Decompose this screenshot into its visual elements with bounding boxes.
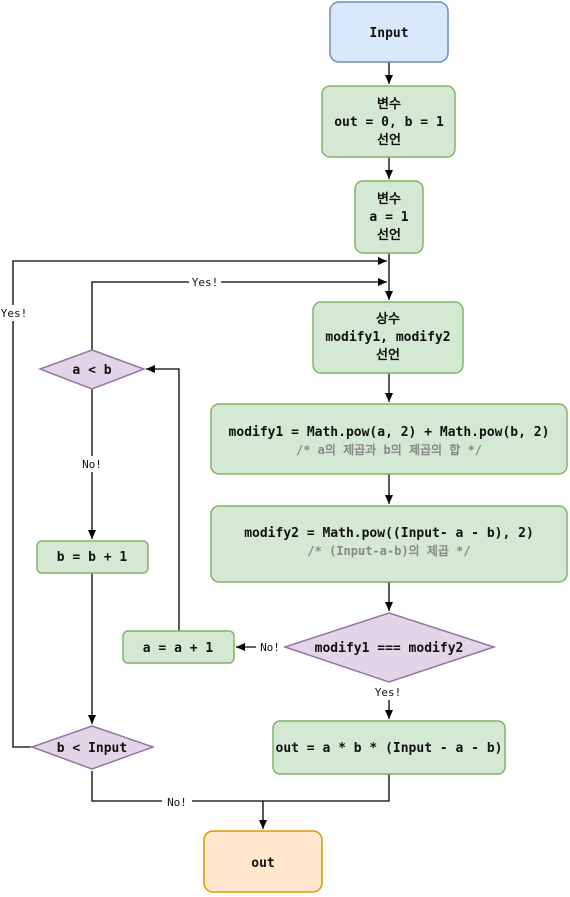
node-label-line3: 선언 <box>376 347 400 363</box>
node-declare-out-b: 변수 out = 0, b = 1 선언 <box>321 85 456 158</box>
node-output: out <box>203 830 323 893</box>
node-label-line2: modify1, modify2 <box>325 330 450 345</box>
node-declare-a: 변수 a = 1 선언 <box>354 180 424 254</box>
node-check-a-lt-b: a < b <box>37 349 147 390</box>
node-label: out <box>251 856 274 871</box>
node-label-line1: 변수 <box>377 97 401 112</box>
terminal-shape <box>329 1 449 63</box>
node-label-line1: 상수 <box>376 312 400 327</box>
node-label-line3: 선언 <box>377 227 401 243</box>
edge-check-b-lt-input-yes-loop <box>12 257 387 748</box>
node-code: modify2 = Math.pow((Input- a - b), 2) <box>244 526 534 541</box>
node-increment-a: a = a + 1 <box>122 630 235 664</box>
node-assign-modify2: modify2 = Math.pow((Input- a - b), 2) /*… <box>210 505 568 583</box>
edge-label-inner-yes: Yes! <box>192 276 219 289</box>
edge-check-a-lt-b-yes-loop <box>91 278 387 350</box>
node-label-line3: 선언 <box>377 132 401 148</box>
node-label: a < b <box>72 363 111 378</box>
node-label-line1: 변수 <box>377 192 401 207</box>
node-check-b-lt-input: b < Input <box>29 725 156 770</box>
node-assign-modify1: modify1 = Math.pow(a, 2) + Math.pow(b, 2… <box>210 403 568 475</box>
process-shape <box>210 505 568 583</box>
node-label: a = a + 1 <box>143 641 214 656</box>
node-label: out = a * b * (Input - a - b) <box>276 741 503 756</box>
edge-label-equal-yes: Yes! <box>375 686 402 699</box>
edge-label-a-lt-b-no: No! <box>82 458 102 471</box>
decision-shape <box>282 612 497 683</box>
process-shape <box>122 630 235 664</box>
edge-label-equal-no: No! <box>260 641 280 654</box>
node-input: Input <box>329 1 449 63</box>
node-check-equal: modify1 === modify2 <box>282 612 497 683</box>
decision-shape <box>37 349 147 390</box>
process-shape <box>312 301 464 374</box>
node-label-line2: a = 1 <box>369 210 408 225</box>
node-increment-b: b = b + 1 <box>36 540 149 574</box>
node-label: b < Input <box>57 741 127 756</box>
node-compute-out: out = a * b * (Input - a - b) <box>272 720 506 775</box>
edge-label-b-lt-input-no: No! <box>167 796 187 809</box>
node-label: b = b + 1 <box>57 550 128 565</box>
node-label-line2: out = 0, b = 1 <box>334 115 444 130</box>
node-label: Input <box>369 26 408 41</box>
process-shape <box>354 180 424 254</box>
node-comment: /* (Input-a-b)의 제곱 */ <box>307 543 470 558</box>
node-code: modify1 = Math.pow(a, 2) + Math.pow(b, 2… <box>229 425 550 440</box>
edge-increment-a-to-check-a-lt-b <box>146 365 180 631</box>
process-shape <box>272 720 506 775</box>
node-comment: /* a의 제곱과 b의 제곱의 합 */ <box>296 442 482 457</box>
edge-labels: Yes! Yes! No! No! Yes! No! <box>0 274 404 810</box>
edge-label-outer-yes: Yes! <box>1 307 28 320</box>
process-shape <box>36 540 149 574</box>
process-shape <box>210 403 568 475</box>
terminal-shape <box>203 830 323 893</box>
edge-compute-out-to-out <box>263 774 390 802</box>
process-shape <box>321 85 456 158</box>
node-declare-modify: 상수 modify1, modify2 선언 <box>312 301 464 374</box>
node-label: modify1 === modify2 <box>315 641 464 656</box>
decision-shape <box>29 725 156 770</box>
